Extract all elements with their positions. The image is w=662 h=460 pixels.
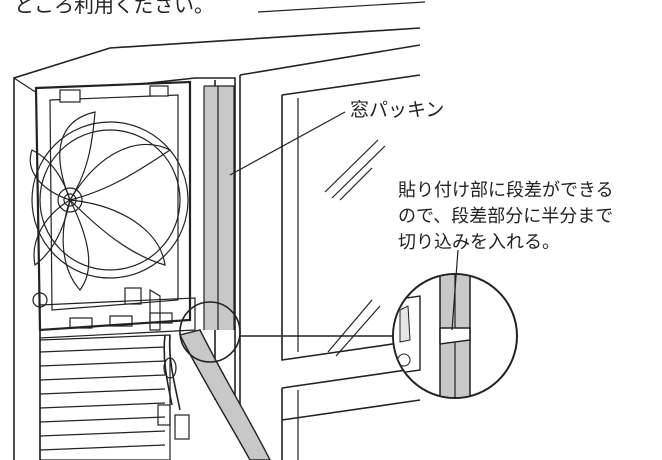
header-partial-text: ところ利用ください。 <box>14 0 214 17</box>
note-line-3: 切り込みを入れる。 <box>398 232 560 253</box>
zoom-detail-circle <box>392 273 518 399</box>
glass-pane-upper <box>281 74 421 361</box>
note-leader-line <box>451 249 459 331</box>
window-packing-label: 窓パッキン <box>350 99 444 121</box>
packing-leader-line <box>229 111 346 176</box>
note-line-1: 貼り付け部に段差ができる <box>398 180 614 201</box>
fan-assembly <box>29 111 189 291</box>
header-underline <box>257 1 426 13</box>
zoom-source-circle <box>179 301 241 363</box>
louver-grille <box>39 334 171 460</box>
window-frame-lower <box>281 367 421 460</box>
packing-hose <box>178 329 271 460</box>
window-packing-strip <box>203 85 235 330</box>
note-line-2: ので、段差部分に半分まで <box>398 206 613 227</box>
